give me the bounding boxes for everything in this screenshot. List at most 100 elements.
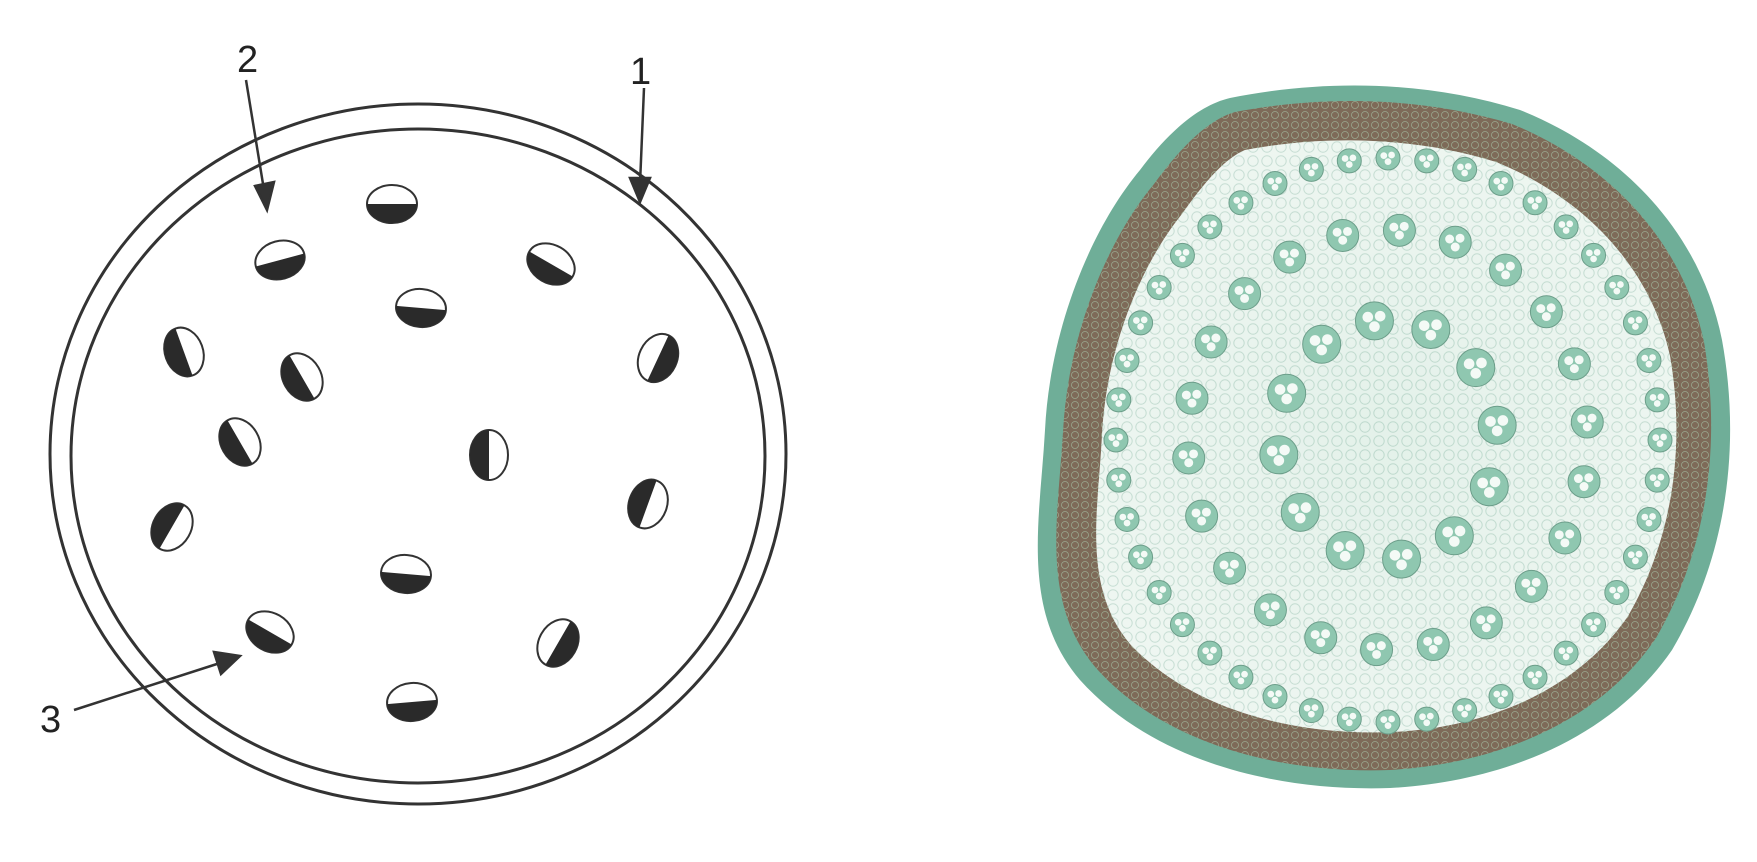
vascular-bundle <box>622 474 675 534</box>
micro-bundle <box>1305 622 1337 654</box>
micro-bundle <box>1383 540 1421 578</box>
vascular-bundle <box>520 235 582 293</box>
micro-bundle <box>1361 634 1393 666</box>
micro-bundle <box>1582 613 1606 637</box>
micro-bundle <box>1229 665 1253 689</box>
arrow-2 <box>246 80 274 210</box>
micro-bundle <box>1412 310 1450 348</box>
micro-bundle <box>1129 545 1153 569</box>
micro-bundle <box>1337 149 1361 173</box>
micro-bundle <box>1453 157 1477 181</box>
micro-bundle <box>1623 311 1647 335</box>
micro-bundle <box>1263 685 1287 709</box>
label-1: 1 <box>630 51 651 93</box>
micro-bundle <box>1645 388 1669 412</box>
micro-bundle <box>1648 428 1672 452</box>
micro-bundle <box>1147 580 1171 604</box>
micro-bundle <box>1268 374 1306 412</box>
vascular-bundle <box>394 287 447 329</box>
micro-bundle <box>1489 171 1513 195</box>
vascular-bundle <box>470 430 508 480</box>
micro-bundle <box>1214 552 1246 584</box>
micro-bundle <box>1582 243 1606 267</box>
vascular-bundle <box>385 681 438 723</box>
vascular-bundle <box>143 496 201 558</box>
micro-bundle <box>1568 466 1600 498</box>
micro-bundle <box>1417 629 1449 661</box>
micro-bundle <box>1415 707 1439 731</box>
micro-bundle <box>1415 149 1439 173</box>
micro-bundle <box>1170 243 1194 267</box>
vascular-bundle <box>273 346 331 408</box>
micro-bundle <box>1281 493 1319 531</box>
micro-bundle <box>1645 468 1669 492</box>
micro-bundle <box>1326 532 1364 570</box>
vascular-bundle <box>239 603 301 661</box>
micro-bundle <box>1327 219 1359 251</box>
micro-bundle <box>1470 468 1508 506</box>
micro-bundle <box>1355 302 1393 340</box>
micro-bundle <box>1571 406 1603 438</box>
micro-bundle <box>1605 276 1629 300</box>
micro-bundle <box>1254 594 1286 626</box>
micro-bundle <box>1453 699 1477 723</box>
micro-bundle <box>1129 311 1153 335</box>
label-2: 2 <box>237 39 258 81</box>
vascular-bundle <box>211 411 269 473</box>
micro-bundle <box>1554 641 1578 665</box>
vascular-bundle <box>158 322 211 382</box>
micro-bundle <box>1523 665 1547 689</box>
micro-bundle <box>1523 191 1547 215</box>
micro-bundle <box>1115 507 1139 531</box>
micro-bundle <box>1376 146 1400 170</box>
micro-bundle <box>1376 710 1400 734</box>
micro-bundle <box>1303 325 1341 363</box>
micro-bundle <box>1198 641 1222 665</box>
micro-bundle <box>1439 226 1471 258</box>
micro-bundle <box>1299 157 1323 181</box>
micro-bundle <box>1530 296 1562 328</box>
vascular-bundle <box>529 612 587 674</box>
micro-bundle <box>1263 171 1287 195</box>
micro-bundle <box>1260 436 1298 474</box>
micro-bundle <box>1435 517 1473 555</box>
micro-bundle <box>1176 382 1208 414</box>
micro-bundle <box>1515 570 1547 602</box>
micro-bundle <box>1299 699 1323 723</box>
micro-bundle <box>1637 507 1661 531</box>
micro-bundle <box>1198 215 1222 239</box>
label-3: 3 <box>40 699 61 741</box>
micro-bundle <box>1558 348 1590 380</box>
micro-bundle <box>1605 580 1629 604</box>
vascular-bundles <box>143 185 686 723</box>
micro-bundle <box>1147 276 1171 300</box>
micro-bundle <box>1337 707 1361 731</box>
micro-bundle <box>1186 500 1218 532</box>
micro-bundle <box>1457 349 1495 387</box>
vascular-bundle <box>630 327 686 388</box>
schematic-stem-section: 1 2 3 <box>40 39 786 804</box>
micro-bundle <box>1229 191 1253 215</box>
micro-bundle <box>1478 406 1516 444</box>
micro-bundle <box>1490 254 1522 286</box>
micro-bundle <box>1107 468 1131 492</box>
micro-bundle <box>1489 685 1513 709</box>
micro-bundle <box>1554 215 1578 239</box>
micro-bundle <box>1170 613 1194 637</box>
micro-bundle <box>1383 214 1415 246</box>
vascular-bundle <box>367 185 417 223</box>
micro-bundle <box>1229 278 1261 310</box>
micro-bundle <box>1195 326 1227 358</box>
arrow-1 <box>630 88 650 202</box>
micro-bundle <box>1637 349 1661 373</box>
micro-bundle <box>1274 241 1306 273</box>
micro-bundle <box>1623 545 1647 569</box>
stem-micrograph <box>1038 86 1730 789</box>
micro-bundle <box>1104 428 1128 452</box>
micro-bundle <box>1173 442 1205 474</box>
micro-bundle <box>1549 522 1581 554</box>
micro-bundle <box>1107 388 1131 412</box>
vascular-bundle <box>379 553 432 595</box>
micro-bundle <box>1470 607 1502 639</box>
